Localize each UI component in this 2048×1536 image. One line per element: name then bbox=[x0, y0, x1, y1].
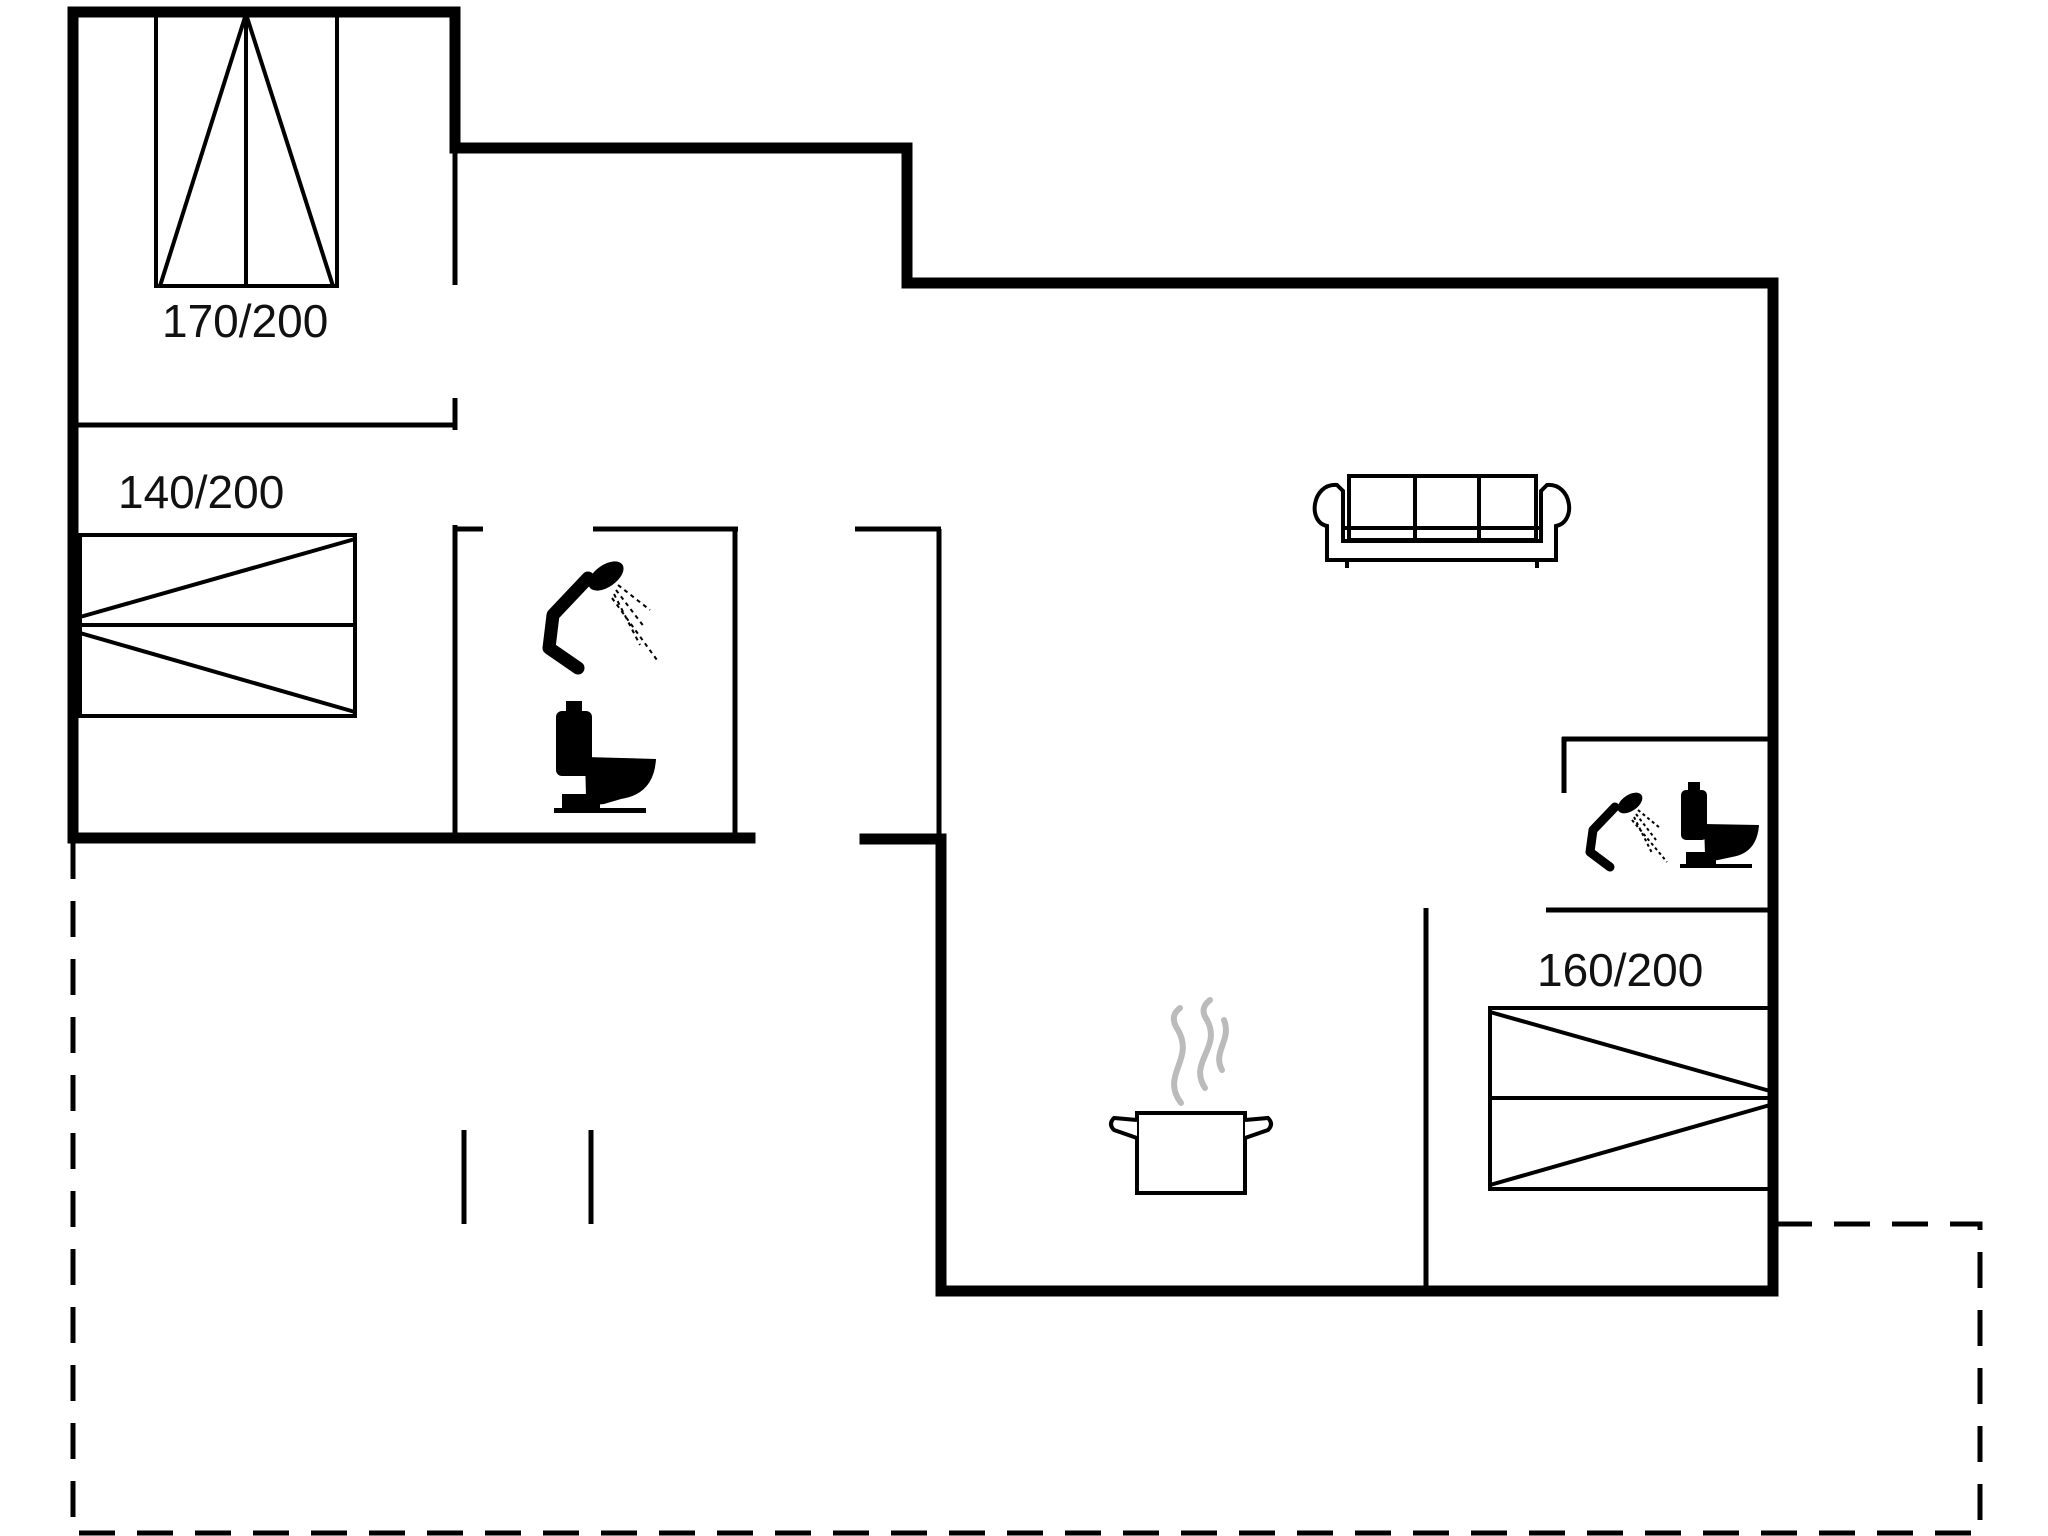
toilet-tank-lid bbox=[566, 701, 582, 713]
bed-160-diag-top bbox=[1489, 1010, 1771, 1093]
double-bed-icon bbox=[154, 12, 339, 288]
bed-label-140: 140/200 bbox=[118, 466, 284, 518]
bed-160-diag-bottom bbox=[1489, 1103, 1771, 1187]
bed-170-diag-left bbox=[158, 13, 248, 287]
bed-label-160: 160/200 bbox=[1537, 944, 1703, 996]
toilet-bowl-small bbox=[1704, 824, 1759, 861]
shower-icon bbox=[1585, 792, 1668, 872]
shower-icon bbox=[542, 561, 658, 675]
pot-body bbox=[1135, 1111, 1247, 1195]
bed-140-diag-bottom bbox=[79, 631, 356, 714]
sofa-icon bbox=[1312, 474, 1572, 568]
bed-label-170: 170/200 bbox=[162, 295, 328, 347]
pot-steam bbox=[1170, 997, 1229, 1106]
toilet-tank bbox=[556, 711, 592, 776]
shower-head-small bbox=[1617, 792, 1643, 814]
double-bed-icon bbox=[1488, 1006, 1772, 1191]
toilet-base-small bbox=[1686, 852, 1716, 867]
shower-head bbox=[588, 561, 624, 591]
pot-handle-left bbox=[1109, 1115, 1138, 1140]
toilet-base bbox=[562, 794, 600, 812]
interior-walls bbox=[73, 148, 1773, 1291]
terrace-outline bbox=[70, 843, 1983, 1536]
toilet-icon bbox=[1680, 782, 1759, 868]
bed-140-diag-top bbox=[79, 537, 356, 619]
toilet-foot bbox=[554, 808, 646, 813]
toilet-tank-lid-small bbox=[1688, 782, 1700, 792]
toilet-foot-small bbox=[1680, 864, 1752, 868]
bed-170-diag-right bbox=[244, 13, 335, 287]
toilet-icon bbox=[554, 701, 656, 813]
shower-spray-small bbox=[1631, 809, 1668, 863]
shower-spray bbox=[611, 584, 658, 661]
double-bed-icon bbox=[78, 533, 357, 718]
pot-handle-right bbox=[1244, 1115, 1273, 1140]
sofa-outline bbox=[1312, 483, 1572, 562]
sofa-back bbox=[1347, 474, 1538, 542]
toilet-bowl bbox=[585, 757, 656, 805]
terrace-dashed-border bbox=[70, 843, 1983, 1536]
shower-hose bbox=[542, 571, 595, 675]
cooking-pot-icon bbox=[1109, 997, 1273, 1195]
toilet-tank-small bbox=[1681, 790, 1707, 840]
shower-hose-small bbox=[1585, 802, 1620, 872]
